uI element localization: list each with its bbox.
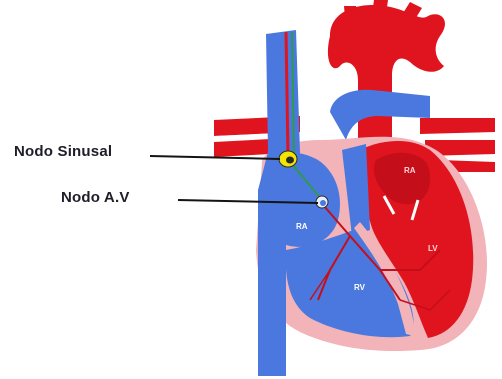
chamber-label-right-ventricle: RV xyxy=(354,283,366,292)
sinoatrial-node-label: Nodo Sinusal xyxy=(14,143,112,160)
sa-node xyxy=(279,151,297,167)
chamber-label-right-atrium: RA xyxy=(296,222,308,231)
av-node-label: Nodo A.V xyxy=(61,189,130,206)
chamber-label-left-ventricle: LV xyxy=(428,244,438,253)
chamber-label-left-atrium: RA xyxy=(404,166,416,175)
